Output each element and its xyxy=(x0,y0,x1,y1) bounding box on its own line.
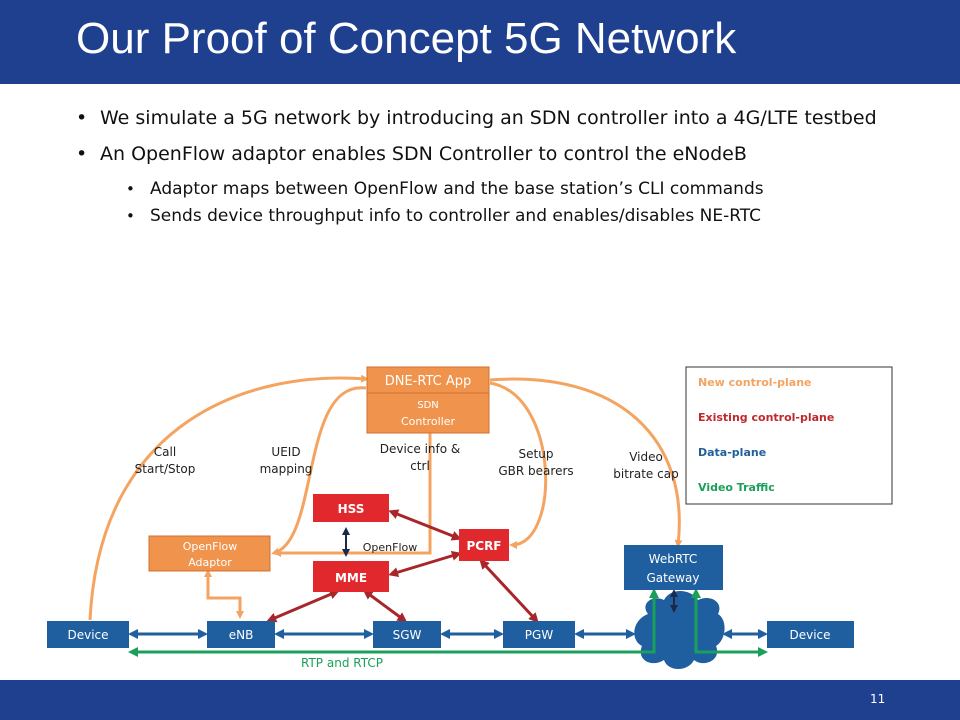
hss-pcrf-link xyxy=(388,509,462,541)
legend-video-traffic: Video Traffic xyxy=(698,481,775,494)
svg-text:OpenFlow: OpenFlow xyxy=(183,540,238,553)
svg-text:SDN: SDN xyxy=(417,400,439,411)
device-right-node: Device xyxy=(767,621,854,648)
setup-gbr-link xyxy=(489,381,548,549)
call-start-stop-link xyxy=(88,374,369,621)
sub-bullet-item: Adaptor maps between OpenFlow and the ba… xyxy=(126,178,906,200)
link-labels: Call Start/Stop UEID mapping Device info… xyxy=(135,442,679,670)
enb-node: eNB xyxy=(207,621,275,648)
svg-text:eNB: eNB xyxy=(229,628,254,642)
adaptor-enb-link xyxy=(204,569,244,619)
sgw-node: SGW xyxy=(373,621,441,648)
bullet-list: We simulate a 5G network by introducing … xyxy=(76,106,906,232)
pgw-node: PGW xyxy=(503,621,575,648)
ueid-label-2: mapping xyxy=(260,462,313,476)
openflow-adaptor-node: OpenFlow Adaptor xyxy=(148,535,271,572)
mme-node: MME xyxy=(313,561,389,592)
svg-text:WebRTC: WebRTC xyxy=(649,552,698,566)
video-label-1: Video xyxy=(629,450,663,464)
video-label-2: bitrate cap xyxy=(613,467,678,481)
pcrf-pgw-link xyxy=(479,559,539,623)
devinfo-label-2: ctrl xyxy=(410,459,430,473)
svg-text:PGW: PGW xyxy=(525,628,554,642)
ueid-label-1: UEID xyxy=(271,445,300,459)
footer-bar xyxy=(0,680,960,720)
mme-sgw-link xyxy=(362,589,408,623)
call-label-1: Call xyxy=(154,445,176,459)
dne-rtc-app-node: DNE-RTC App xyxy=(366,366,490,394)
openflow-label: OpenFlow xyxy=(363,541,418,554)
svg-text:Device: Device xyxy=(789,628,830,642)
bullet-item: We simulate a 5G network by introducing … xyxy=(76,106,906,130)
legend: New control-plane Existing control-plane… xyxy=(685,366,893,505)
video-bitrate-link xyxy=(489,377,683,548)
video-traffic-left xyxy=(128,588,659,657)
setup-label-2: GBR bearers xyxy=(498,464,573,478)
device-left-node: Device xyxy=(47,621,129,648)
svg-text:Controller: Controller xyxy=(401,415,456,428)
rtp-label: RTP and RTCP xyxy=(301,656,383,670)
legend-data-plane: Data-plane xyxy=(698,446,766,459)
svg-text:MME: MME xyxy=(335,571,367,585)
sdn-controller-node: SDN Controller xyxy=(366,392,490,434)
legend-existing-control: Existing control-plane xyxy=(698,411,834,424)
webrtc-gateway-node: WebRTC Gateway xyxy=(624,545,723,590)
sub-bullet-item: Sends device throughput info to controll… xyxy=(126,205,906,227)
slide-title: Our Proof of Concept 5G Network xyxy=(76,14,737,63)
call-label-2: Start/Stop xyxy=(135,462,196,476)
svg-text:Device: Device xyxy=(67,628,108,642)
hss-node: HSS xyxy=(313,494,389,522)
legend-new-control: New control-plane xyxy=(698,376,812,389)
devinfo-label-1: Device info & xyxy=(380,442,461,456)
title-bar xyxy=(0,0,960,84)
pcrf-node: PCRF xyxy=(459,529,509,561)
svg-text:DNE-RTC App: DNE-RTC App xyxy=(385,374,472,389)
mme-enb-link xyxy=(266,589,340,623)
svg-text:HSS: HSS xyxy=(338,502,365,516)
internet-cloud xyxy=(634,591,725,669)
ueid-mapping-link xyxy=(271,386,367,556)
bullet-item: An OpenFlow adaptor enables SDN Controll… xyxy=(76,142,906,166)
video-traffic-right xyxy=(691,588,768,657)
setup-label-1: Setup xyxy=(519,447,554,461)
svg-text:SGW: SGW xyxy=(393,628,422,642)
mme-pcrf-link xyxy=(388,550,462,578)
svg-text:Gateway: Gateway xyxy=(646,571,699,585)
svg-text:PCRF: PCRF xyxy=(466,539,501,553)
page-number: 11 xyxy=(870,692,886,706)
svg-text:Adaptor: Adaptor xyxy=(188,556,232,569)
